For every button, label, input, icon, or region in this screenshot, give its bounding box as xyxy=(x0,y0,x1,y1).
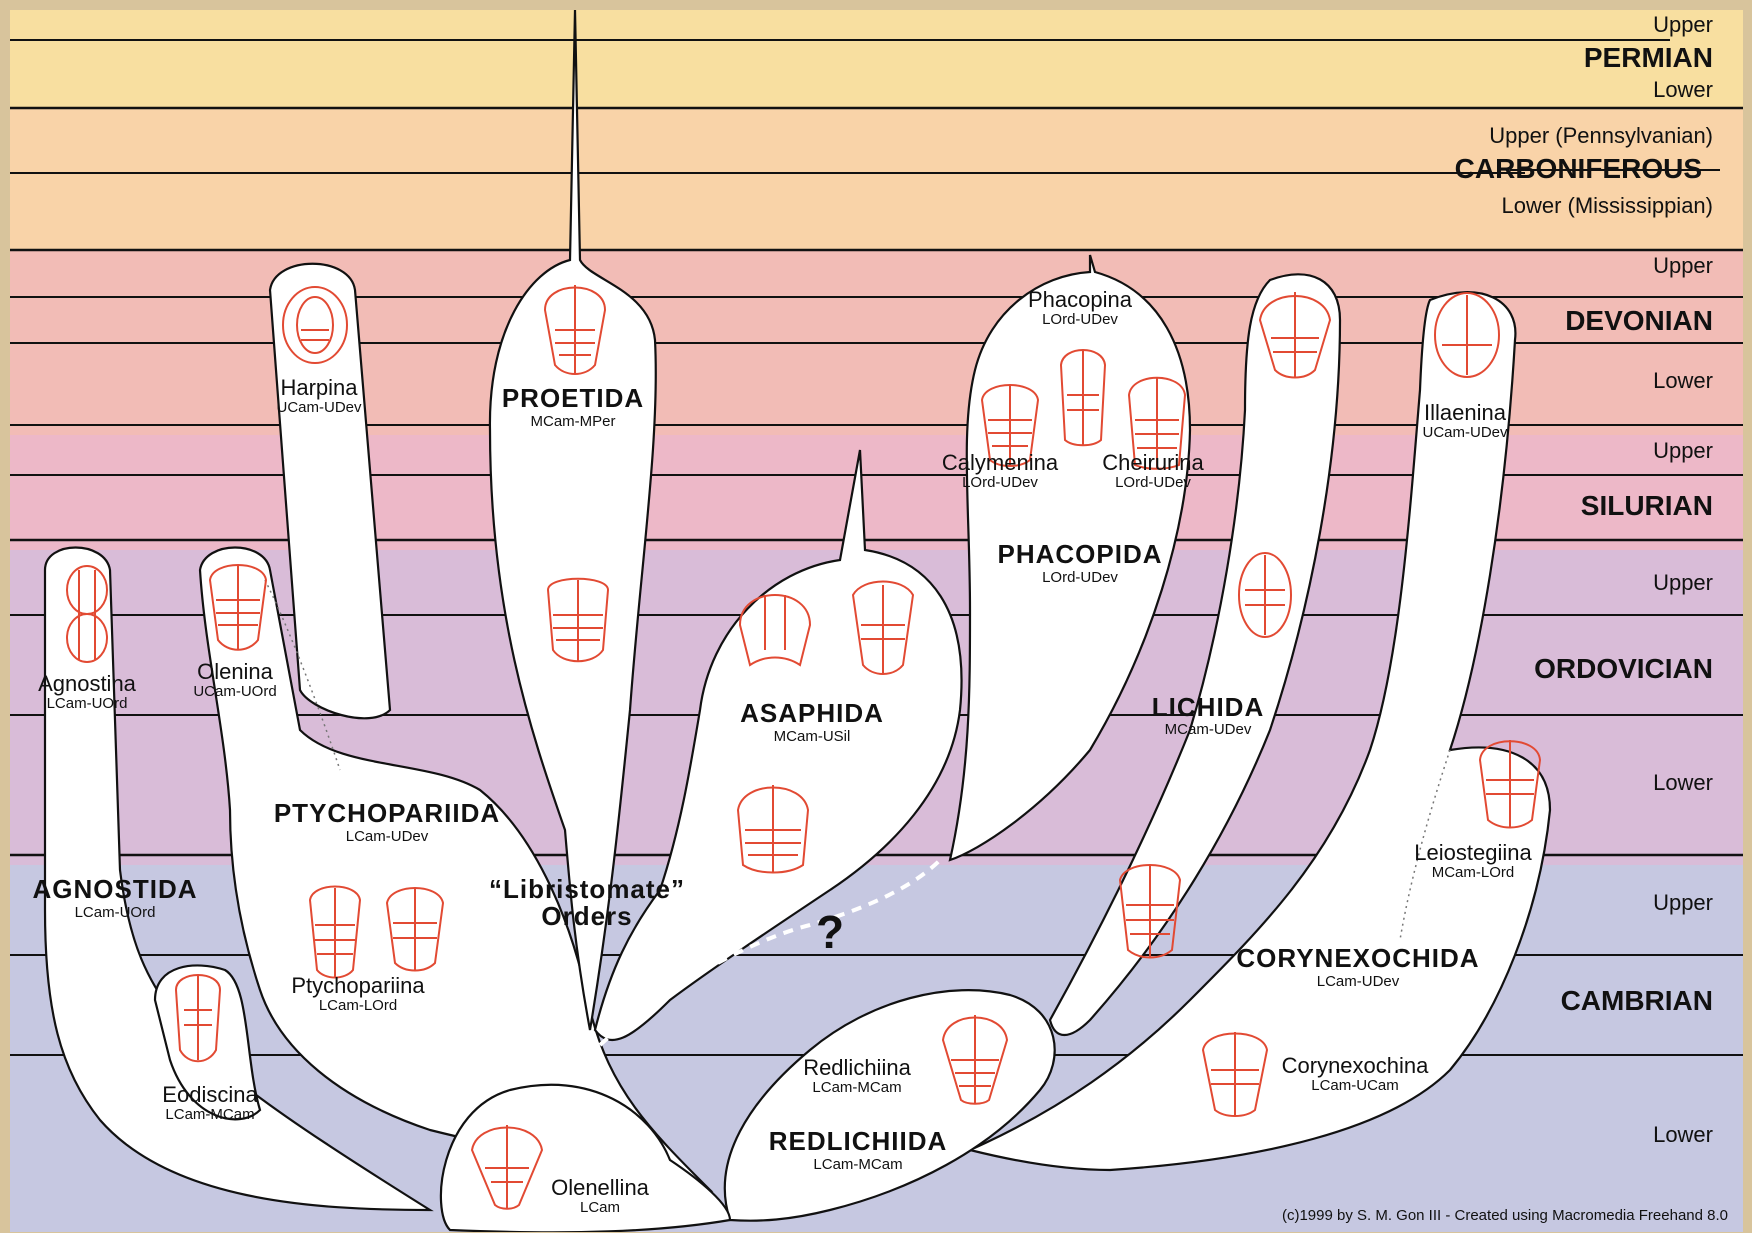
order-range-redlichiida: LCam-MCam xyxy=(813,1156,902,1173)
suborder-name-phacopina: Phacopina xyxy=(1028,287,1133,312)
period-label-devonian: DEVONIAN xyxy=(1565,305,1713,336)
order-name-phacopida: PHACOPIDA xyxy=(997,539,1162,569)
period-label-cambrian: CAMBRIAN xyxy=(1561,985,1713,1016)
librostomate-label: “Libristomate” xyxy=(489,874,685,904)
epoch-label: Lower xyxy=(1653,368,1713,393)
credit-line: (c)1999 by S. M. Gon III - Created using… xyxy=(1282,1207,1728,1224)
order-range-lichida: MCam-UDev xyxy=(1165,721,1252,738)
period-label-silurian: SILURIAN xyxy=(1581,490,1713,521)
suborder-name-eodiscina: Eodiscina xyxy=(162,1082,258,1107)
suborder-range-ptychopariina: LCam-LOrd xyxy=(319,997,397,1014)
epoch-label: Upper xyxy=(1653,890,1713,915)
epoch-label: Upper xyxy=(1653,12,1713,37)
epoch-label: Upper xyxy=(1653,570,1713,595)
suborder-range-cheirurina: LOrd-UDev xyxy=(1115,474,1191,491)
suborder-name-corynexochina: Corynexochina xyxy=(1282,1053,1430,1078)
librostomate-label-orders: Orders xyxy=(541,901,632,931)
epoch-label: Lower xyxy=(1653,77,1713,102)
suborder-name-olenellina: Olenellina xyxy=(551,1175,650,1200)
order-range-proetida: MCam-MPer xyxy=(531,413,616,430)
suborder-range-agnostina: LCam-UOrd xyxy=(47,695,128,712)
suborder-name-ptychopariina: Ptychopariina xyxy=(291,973,425,998)
order-range-agnostida: LCam-UOrd xyxy=(75,904,156,921)
order-name-ptychopariida: PTYCHOPARIIDA xyxy=(274,798,500,828)
epoch-label: Lower xyxy=(1653,770,1713,795)
suborder-name-redlichiina: Redlichiina xyxy=(803,1055,911,1080)
suborder-range-illaenina: UCam-UDev xyxy=(1422,424,1508,441)
order-name-asaphida: ASAPHIDA xyxy=(740,698,884,728)
suborder-range-corynexochina: LCam-UCam xyxy=(1311,1077,1399,1094)
period-label-ordovician: ORDOVICIAN xyxy=(1534,653,1713,684)
epoch-label: Upper (Pennsylvanian) xyxy=(1489,123,1713,148)
suborder-range-phacopina: LOrd-UDev xyxy=(1042,311,1118,328)
suborder-name-cheirurina: Cheirurina xyxy=(1102,450,1204,475)
uncertain-question-mark: ? xyxy=(816,906,844,958)
suborder-name-calymenina: Calymenina xyxy=(942,450,1059,475)
suborder-range-olenina: UCam-UOrd xyxy=(193,683,276,700)
suborder-name-leiostegiina: Leiostegiina xyxy=(1414,840,1532,865)
order-range-asaphida: MCam-USil xyxy=(774,728,851,745)
suborder-range-eodiscina: LCam-MCam xyxy=(165,1106,254,1123)
period-label-permian: PERMIAN xyxy=(1584,42,1713,73)
order-name-proetida: PROETIDA xyxy=(502,383,644,413)
suborder-name-illaenina: Illaenina xyxy=(1424,400,1507,425)
epoch-label: Lower (Mississippian) xyxy=(1501,193,1713,218)
suborder-name-olenina: Olenina xyxy=(197,659,274,684)
band-permian xyxy=(10,10,1743,108)
suborder-range-redlichiina: LCam-MCam xyxy=(812,1079,901,1096)
order-name-corynexochida: CORYNEXOCHIDA xyxy=(1236,943,1479,973)
period-label-carboniferous: CARBONIFEROUS xyxy=(1455,153,1702,184)
order-name-agnostida: AGNOSTIDA xyxy=(33,874,198,904)
suborder-range-harpina: UCam-UDev xyxy=(276,399,362,416)
trilobite-phylogeny-diagram: Upper PERMIAN Lower Upper (Pennsylvanian… xyxy=(10,10,1743,1232)
suborder-range-calymenina: LOrd-UDev xyxy=(962,474,1038,491)
order-range-phacopida: LOrd-UDev xyxy=(1042,569,1118,586)
suborder-name-harpina: Harpina xyxy=(280,375,358,400)
order-range-ptychopariida: LCam-UDev xyxy=(346,828,429,845)
suborder-range-leiostegiina: MCam-LOrd xyxy=(1432,864,1515,881)
epoch-label: Lower xyxy=(1653,1122,1713,1147)
epoch-label: Upper xyxy=(1653,253,1713,278)
epoch-label: Upper xyxy=(1653,438,1713,463)
order-range-corynexochida: LCam-UDev xyxy=(1317,973,1400,990)
order-name-redlichiida: REDLICHIIDA xyxy=(769,1126,948,1156)
suborder-range-olenellina: LCam xyxy=(580,1199,620,1216)
order-name-lichida: LICHIDA xyxy=(1152,692,1264,722)
suborder-name-agnostina: Agnostina xyxy=(38,671,137,696)
